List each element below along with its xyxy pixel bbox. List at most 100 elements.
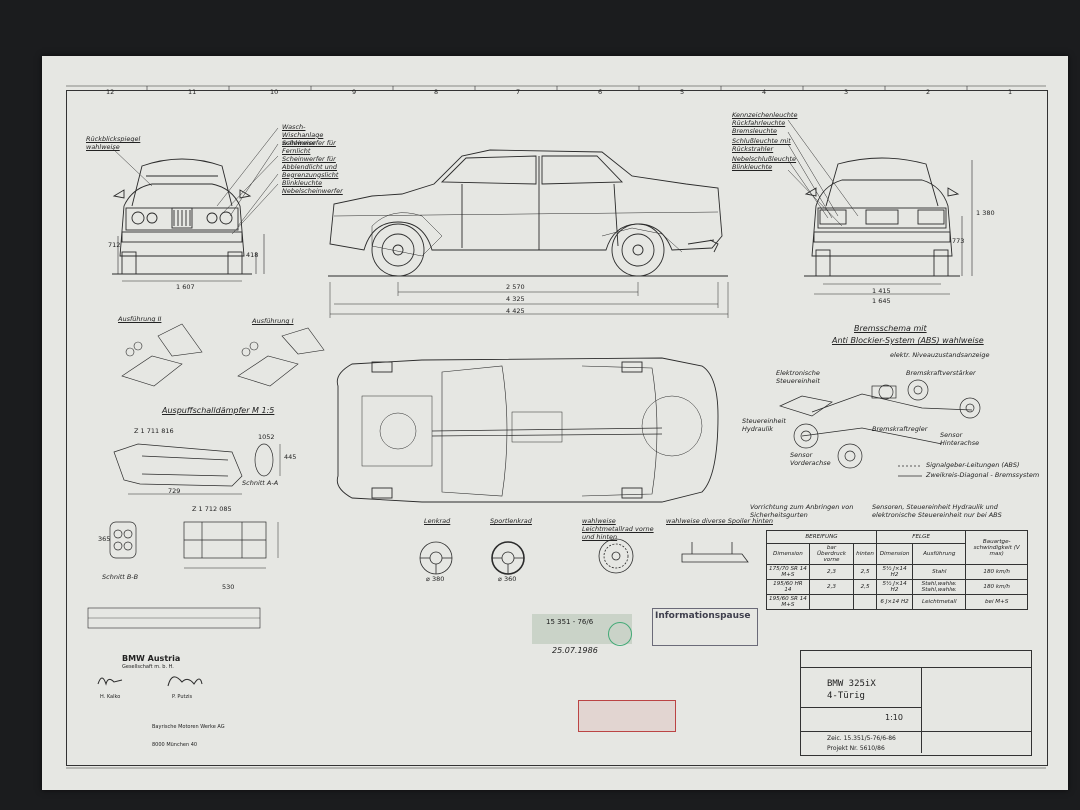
brake-label-hydraulic: Steuereinheit Hydraulik: [742, 417, 786, 433]
sub-rim-dimension: Dimension: [875, 543, 914, 565]
ruler-2: 2: [926, 88, 931, 96]
brake-title-2: Anti Blockier-System (ABS) wahlweise: [832, 336, 984, 345]
footer-1: Bayrische Motoren Werke AG: [152, 724, 225, 730]
company-sub: Gesellschaft m. b. H.: [122, 664, 174, 670]
front-view-car: [111, 127, 279, 282]
handwritten-date: 25.07.1986: [552, 646, 598, 655]
cell: 195/60 SR 14 M+S: [766, 594, 810, 610]
cell: 2,3: [808, 564, 855, 580]
rear-view-car: [787, 119, 973, 295]
muffler-drawings: [109, 443, 281, 569]
sub-pressure-front: bar Überdruck vorne: [808, 543, 855, 565]
tire-spec-table: BEREIFUNG FELGE Bauartge-schwindigkeit (…: [766, 530, 1028, 610]
muffler-dim-1: 445: [284, 453, 297, 461]
dim-rear-width: 1 645: [872, 297, 891, 305]
ruler-4: 4: [762, 88, 767, 96]
brake-label-booster: Bremskraftverstärker: [906, 369, 976, 377]
brake-legend-1: Signalgeber-Leitungen (ABS): [926, 461, 1020, 469]
callout-brake-light: Bremsleuchte: [732, 127, 778, 135]
alloy-wheel-label: wahlweise Leichtmetallrad vorne und hint…: [582, 517, 654, 541]
ruler-3: 3: [844, 88, 849, 96]
ruler-11: 11: [188, 88, 197, 96]
callout-mirror: Rückblickspiegel wahlweise: [86, 135, 141, 151]
steering-label: Lenkrad: [424, 517, 451, 525]
technical-drawing: [66, 85, 1046, 769]
sport-steering-diameter: ⌀ 360: [498, 575, 517, 583]
steering-diameter: ⌀ 380: [426, 575, 445, 583]
brake-label-rear-sensor: Sensor Hinterachse: [940, 431, 980, 447]
spoiler-label: wahlweise diverse Spoiler hinten: [666, 517, 773, 525]
signature-2-name: P. Putzis: [172, 694, 193, 700]
sport-steering-label: Sportlenkrad: [490, 517, 532, 525]
muffler-title: Auspuffschalldämpfer M 1:5: [162, 406, 275, 415]
approval-ref: 15 351 - 76/6: [546, 618, 594, 626]
company-name: BMW Austria: [122, 654, 181, 663]
brake-label-ecu: Elektronische Steuereinheit: [776, 369, 820, 385]
steering-wheels: [419, 538, 749, 575]
cell: bei M+S: [965, 594, 1028, 610]
muffler-length-2: 530: [222, 583, 235, 591]
cell: 175/70 SR 14 M+S: [766, 564, 810, 580]
cell: 195/60 HR 14: [766, 579, 810, 595]
blueprint-sheet: 12 11 10 9 8 7 6 5 4 3 2 1 Rückblickspie…: [42, 56, 1068, 790]
title-block-rule: [801, 731, 1031, 732]
callout-rear-fog: Nebelschlußleuchte: [732, 155, 797, 163]
title-scale: 1:10: [885, 713, 903, 722]
title-block-grid: [921, 667, 1030, 753]
footer-2: 8000 München 40: [152, 742, 198, 748]
cell: Stahl: [912, 564, 967, 580]
title-block: BMW 325iX 4-Türig 1:10 Zeic. 15.351/5-76…: [800, 650, 1032, 756]
brake-legend-2: Zweikreis-Diagonal - Bremssystem: [926, 471, 1040, 479]
section-bb: Schnitt B-B: [102, 573, 139, 581]
ruler-6: 6: [598, 88, 603, 96]
muffler-part-1: Z 1 711 816: [134, 427, 174, 435]
callout-reverse-light: Rückfahrleuchte: [732, 119, 786, 127]
tires-header: BEREIFUNG: [766, 530, 877, 544]
title-block-rule: [801, 667, 1031, 668]
dim-wheelbase: 2 570: [506, 283, 525, 291]
cell: [853, 594, 877, 610]
rims-header: FELGE: [875, 530, 967, 544]
cell: 5½ J×14 H2: [875, 564, 914, 580]
cell: Leichtmetall: [912, 594, 967, 610]
cell: 5½ J×14 H2: [875, 579, 914, 595]
dim-front-width: 1 607: [176, 283, 195, 291]
cell: [808, 594, 855, 610]
dim-rear-height: 1 380: [976, 209, 995, 217]
ruler-1: 1: [1008, 88, 1013, 96]
shifter-version-1: Ausführung I: [252, 317, 294, 325]
speed-header: Bauartge-schwindigkeit (V max): [965, 530, 1028, 565]
brake-label-regulator: Bremskraftregler: [872, 425, 928, 433]
dim-overall-length: 4 425: [506, 307, 525, 315]
callout-washer: Wasch-Wischanlage wahlweise: [282, 123, 324, 147]
note-abs: Sensoren, Steuereinheit Hydraulik und el…: [872, 503, 1002, 519]
title-number: Zeic. 15.351/5-76/6-86: [827, 735, 896, 742]
brake-schema: [779, 379, 981, 477]
title-model: BMW 325iX: [827, 679, 876, 689]
sub-pressure-rear: hinten: [853, 543, 877, 565]
sub-dimension: Dimension: [766, 543, 810, 565]
info-stamp-text: Informationspause: [655, 611, 751, 621]
callout-lowbeam: Scheinwerfer für Abblendlicht und Begren…: [282, 155, 339, 179]
cell: 2,5: [853, 579, 877, 595]
round-seal: [608, 622, 632, 646]
cell: Stahl,wahlw. Stahl,wahlw.: [912, 579, 967, 595]
callout-indicator: Blinkleuchte: [282, 179, 323, 187]
muffler-part-2: Z 1 712 085: [192, 505, 232, 513]
ruler-10: 10: [270, 88, 279, 96]
shifter-version-2: Ausführung II: [118, 315, 162, 323]
section-aa: Schnitt A-A: [242, 479, 279, 487]
brake-label-front-sensor: Sensor Vorderachse: [790, 451, 831, 467]
dim-rear-track: 1 415: [872, 287, 891, 295]
brake-title-1: Bremsschema mit: [854, 324, 927, 333]
cell: 180 km/h: [965, 564, 1028, 580]
callout-rear-indicator: Blinkleuchte: [732, 163, 773, 171]
muffler-length: 729: [168, 487, 181, 495]
ruler-5: 5: [680, 88, 685, 96]
cell: 6 J×14 H2: [875, 594, 914, 610]
callout-highbeam: Scheinwerfer für Fernlicht: [282, 139, 336, 155]
cell: 2,3: [808, 579, 855, 595]
ruler-12: 12: [106, 88, 115, 96]
